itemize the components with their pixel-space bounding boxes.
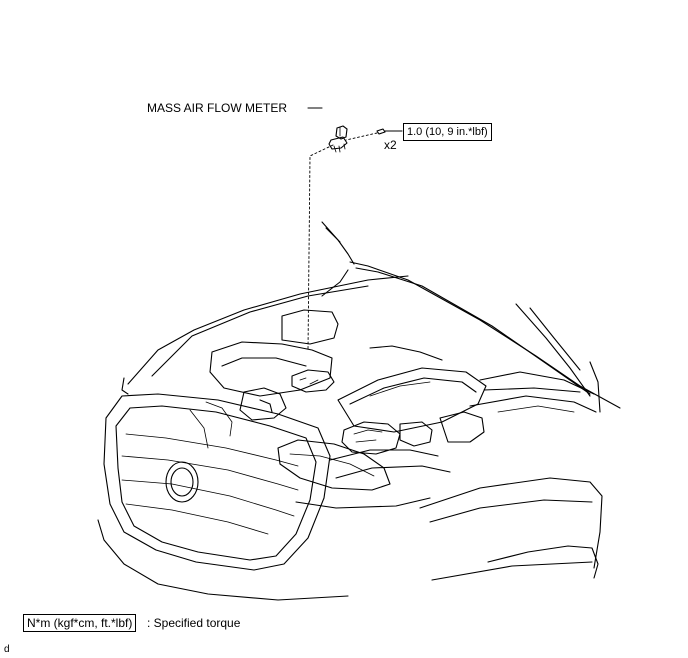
figure-code: d xyxy=(4,644,10,655)
engine-cover xyxy=(337,367,487,433)
torque-value-box: 1.0 (10, 9 in.*lbf) xyxy=(403,123,492,141)
emblem-outer xyxy=(165,461,199,503)
headlight-outline xyxy=(277,439,431,509)
alignment-dashed-line xyxy=(307,144,334,351)
fender-outline xyxy=(97,477,603,601)
air-cleaner-assembly xyxy=(209,309,339,397)
cowl-outline xyxy=(121,275,409,395)
emblem-inner xyxy=(170,467,194,497)
legend-unit-box: N*m (kgf*cm, ft.*lbf) xyxy=(23,614,137,632)
engine-details xyxy=(189,345,597,479)
legend-description: : Specified torque xyxy=(147,616,241,630)
screw-part xyxy=(376,128,403,135)
alignment-dashed-line-screw xyxy=(345,132,378,141)
torque-quantity: x2 xyxy=(384,138,397,152)
part-label-mass-air-flow-meter: MASS AIR FLOW METER xyxy=(147,101,288,115)
front-grille xyxy=(103,393,331,571)
windshield-outline xyxy=(483,361,601,413)
mass-air-flow-meter-part xyxy=(328,125,348,153)
hood-outline xyxy=(321,221,621,409)
